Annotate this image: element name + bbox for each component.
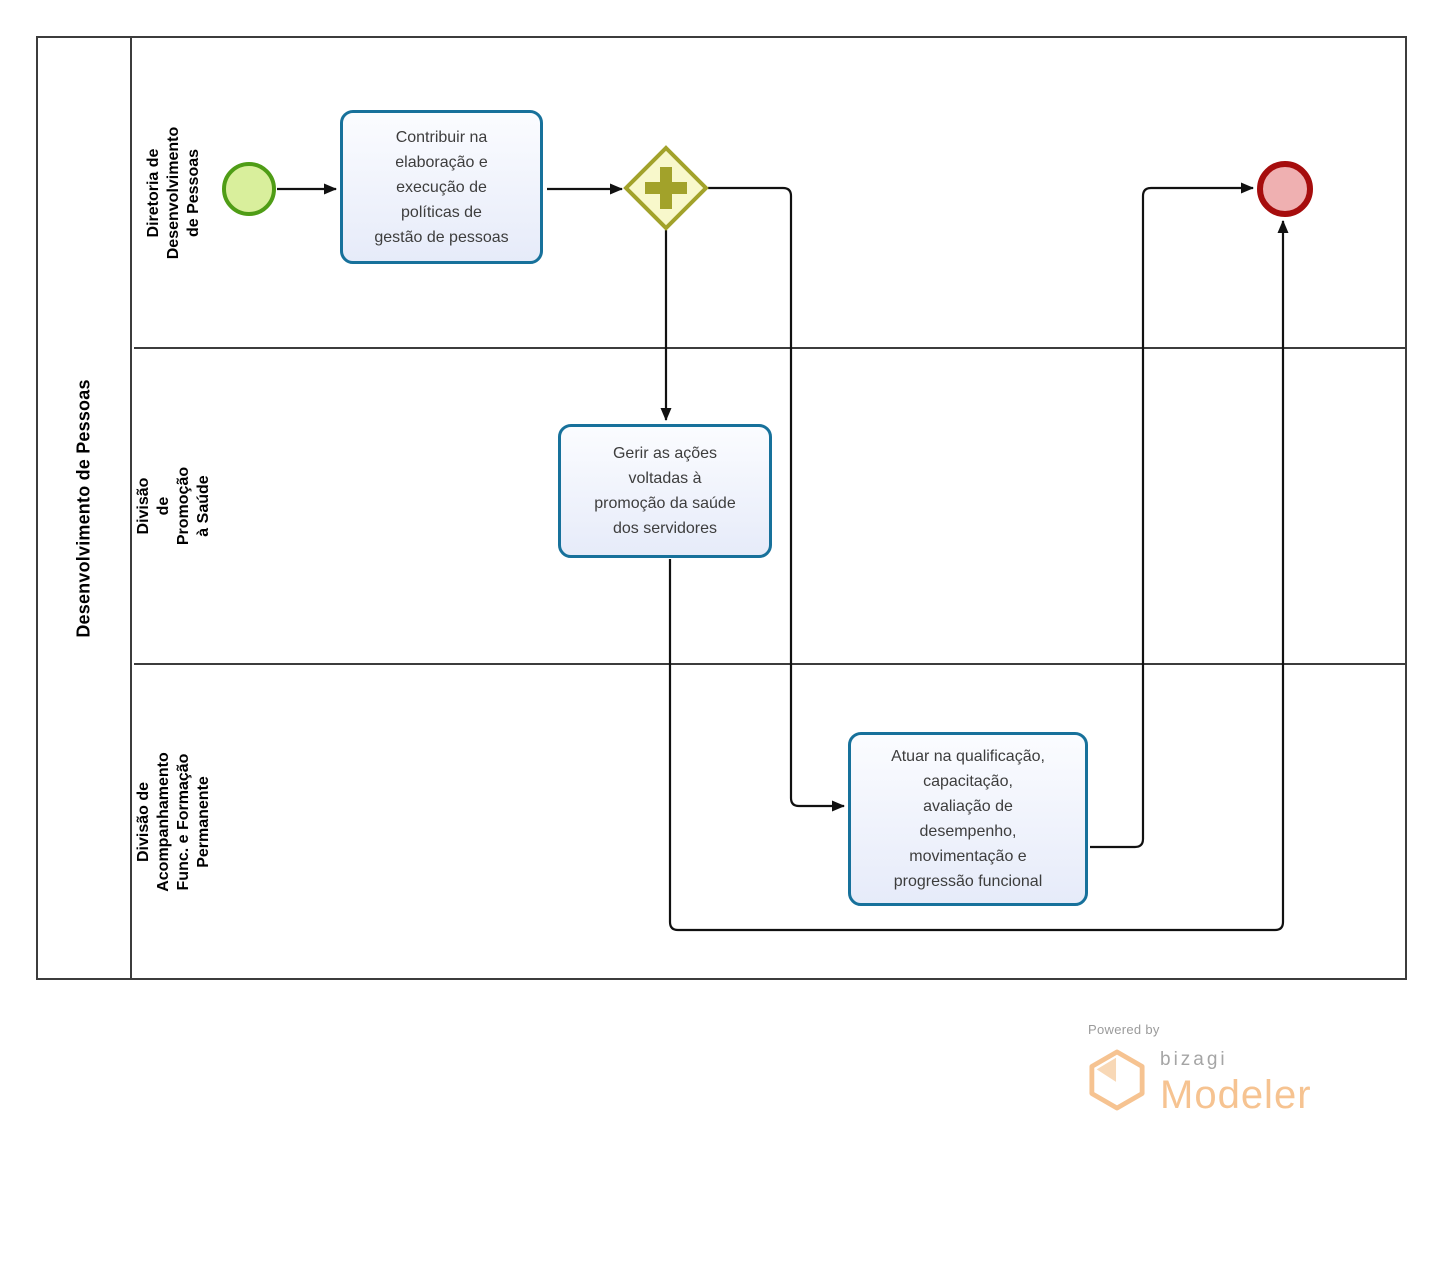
lane-divisao-promocao-saude: Divisão de Promoção à Saúde — [134, 349, 1405, 665]
bizagi-hexagon-icon — [1089, 1049, 1145, 1111]
task-3-label: Atuar na qualificação, capacitação, aval… — [891, 748, 1045, 890]
task-atuar-qualificacao: Atuar na qualificação, capacitação, aval… — [848, 732, 1088, 906]
sequence-flow-task3-to-end — [1090, 182, 1254, 849]
end-event — [1257, 161, 1313, 217]
sequence-flows-layer — [277, 182, 1289, 932]
pool-title-strip: Desenvolvimento de Pessoas — [38, 38, 132, 978]
bizagi-logo-text: bizagi — [1160, 1049, 1228, 1070]
brand-texts: bizagi Modeler — [1160, 1049, 1312, 1118]
modeler-logo-text: Modeler — [1160, 1073, 1312, 1117]
task-contribuir-politicas: Contribuir na elaboração e execução de p… — [340, 110, 543, 264]
sequence-flow-task2-to-end — [668, 220, 1289, 932]
task-2-label: Gerir as ações voltadas à promoção da sa… — [594, 445, 736, 537]
parallel-plus-icon — [645, 167, 687, 209]
lane-diretoria-desenvolvimento: Diretoria de Desenvolvimento de Pessoas — [134, 38, 1405, 349]
sequence-flow-gateway-to-task3 — [708, 186, 845, 812]
powered-by-text: Powered by — [1088, 1022, 1160, 1037]
parallel-gateway — [623, 145, 709, 231]
start-event — [222, 162, 276, 216]
task-gerir-acoes-saude: Gerir as ações voltadas à promoção da sa… — [558, 424, 772, 558]
bizagi-watermark: Powered by bizagi Modeler — [1088, 1022, 1368, 1118]
brand-row: bizagi Modeler — [1088, 1049, 1368, 1118]
lane-stack: Diretoria de Desenvolvimento de Pessoas … — [134, 38, 1405, 978]
pool-desenvolvimento-de-pessoas: Desenvolvimento de Pessoas Diretoria de … — [36, 36, 1407, 980]
task-1-label: Contribuir na elaboração e execução de p… — [374, 128, 509, 246]
